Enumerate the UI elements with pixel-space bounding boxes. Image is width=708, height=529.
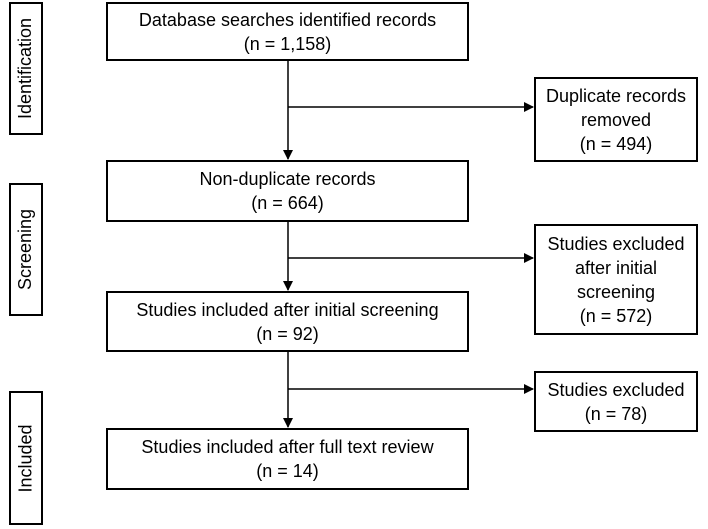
box-excluded-full-text: Studies excluded (n = 78) bbox=[534, 371, 698, 432]
box-initial-screening-count: (n = 92) bbox=[256, 323, 319, 344]
box-full-text-review-count: (n = 14) bbox=[256, 461, 319, 481]
box-nonduplicate-records: Non-duplicate records (n = 664) bbox=[106, 160, 469, 222]
box-database-searches-count: (n = 1,158) bbox=[243, 33, 332, 54]
box-duplicates-removed-line1: Duplicate records bbox=[545, 85, 687, 106]
box-duplicates-removed-line2: removed bbox=[580, 109, 652, 130]
box-duplicates-removed-count: (n = 494) bbox=[579, 133, 653, 154]
box-nonduplicate-records-title: Non-duplicate records bbox=[199, 169, 376, 189]
box-excluded-initial-line2: after initial bbox=[574, 257, 658, 278]
box-excluded-full-text-count: (n = 78) bbox=[584, 403, 648, 424]
box-database-searches: Database searches identified records (n … bbox=[106, 2, 469, 61]
box-full-text-review-title: Studies included after full text review bbox=[141, 437, 434, 457]
box-excluded-initial-count: (n = 572) bbox=[579, 305, 653, 326]
box-excluded-initial: Studies excluded after initial screening… bbox=[534, 224, 698, 335]
box-nonduplicate-records-count: (n = 664) bbox=[251, 193, 324, 213]
box-excluded-full-text-line1: Studies excluded bbox=[547, 379, 685, 400]
stage-identification: Identification bbox=[9, 2, 43, 135]
box-duplicates-removed: Duplicate records removed (n = 494) bbox=[534, 77, 698, 162]
box-database-searches-title: Database searches identified records bbox=[138, 9, 437, 30]
stage-screening: Screening bbox=[9, 183, 43, 316]
box-full-text-review: Studies included after full text review … bbox=[106, 428, 469, 490]
stage-included: Included bbox=[9, 391, 43, 525]
box-initial-screening-title: Studies included after initial screening bbox=[136, 299, 439, 320]
box-initial-screening: Studies included after initial screening… bbox=[106, 291, 469, 352]
box-excluded-initial-line3: screening bbox=[576, 281, 656, 302]
box-excluded-initial-line1: Studies excluded bbox=[547, 233, 685, 254]
